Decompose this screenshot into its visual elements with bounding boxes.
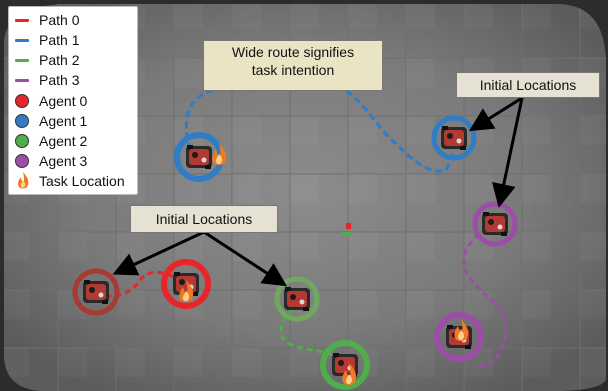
legend-agent-2: Agent 2 xyxy=(9,131,137,151)
path-2-swatch xyxy=(15,59,29,62)
arrow-top-2 xyxy=(491,97,524,208)
legend-path-0: Path 0 xyxy=(9,10,137,30)
path-0-route xyxy=(95,270,179,298)
agent-2-start xyxy=(274,276,320,322)
path-3-swatch xyxy=(15,79,29,82)
initial-locations-callout-left: Initial Locations xyxy=(130,205,278,233)
fire-icon xyxy=(18,172,29,189)
path-3-route xyxy=(462,227,508,368)
initial-locations-callout-top: Initial Locations xyxy=(456,72,600,98)
path-1-swatch xyxy=(15,39,29,42)
path-1-route xyxy=(184,78,457,173)
legend-task-location: Task Location xyxy=(9,171,137,191)
legend-label: Path 3 xyxy=(39,72,80,88)
agent-0-swatch xyxy=(15,94,29,108)
arrow-left-1 xyxy=(112,230,205,276)
arrow-left-2 xyxy=(203,230,288,287)
agent-3-swatch xyxy=(15,154,29,168)
arrow-top-1 xyxy=(468,96,523,132)
agent-2-task xyxy=(320,340,370,390)
agent-0-task xyxy=(161,259,211,309)
agent-1-swatch xyxy=(15,114,29,128)
agent-3-task xyxy=(434,312,484,362)
wide-route-callout: Wide route signifies task intention xyxy=(203,40,383,91)
agent-2-swatch xyxy=(15,134,29,148)
agent-1-start xyxy=(431,115,477,161)
legend-agent-3: Agent 3 xyxy=(9,151,137,171)
agent-0-start xyxy=(72,268,120,316)
legend-path-1: Path 1 xyxy=(9,30,137,50)
legend-label: Task Location xyxy=(39,173,125,189)
legend-label: Path 0 xyxy=(39,12,80,28)
legend: Path 0 Path 1 Path 2 Path 3 Agent 0 Agen… xyxy=(8,6,138,195)
legend-label: Agent 0 xyxy=(39,93,88,109)
legend-label: Agent 3 xyxy=(39,153,88,169)
legend-path-3: Path 3 xyxy=(9,70,137,90)
legend-label: Agent 2 xyxy=(39,133,88,149)
legend-label: Path 1 xyxy=(39,32,80,48)
legend-agent-0: Agent 0 xyxy=(9,91,137,111)
legend-label: Agent 1 xyxy=(39,113,88,129)
path-0-swatch xyxy=(15,19,29,22)
legend-agent-1: Agent 1 xyxy=(9,111,137,131)
legend-label: Path 2 xyxy=(39,52,80,68)
center-marker xyxy=(346,223,351,229)
agent-1-task xyxy=(174,132,227,182)
legend-path-2: Path 2 xyxy=(9,50,137,70)
